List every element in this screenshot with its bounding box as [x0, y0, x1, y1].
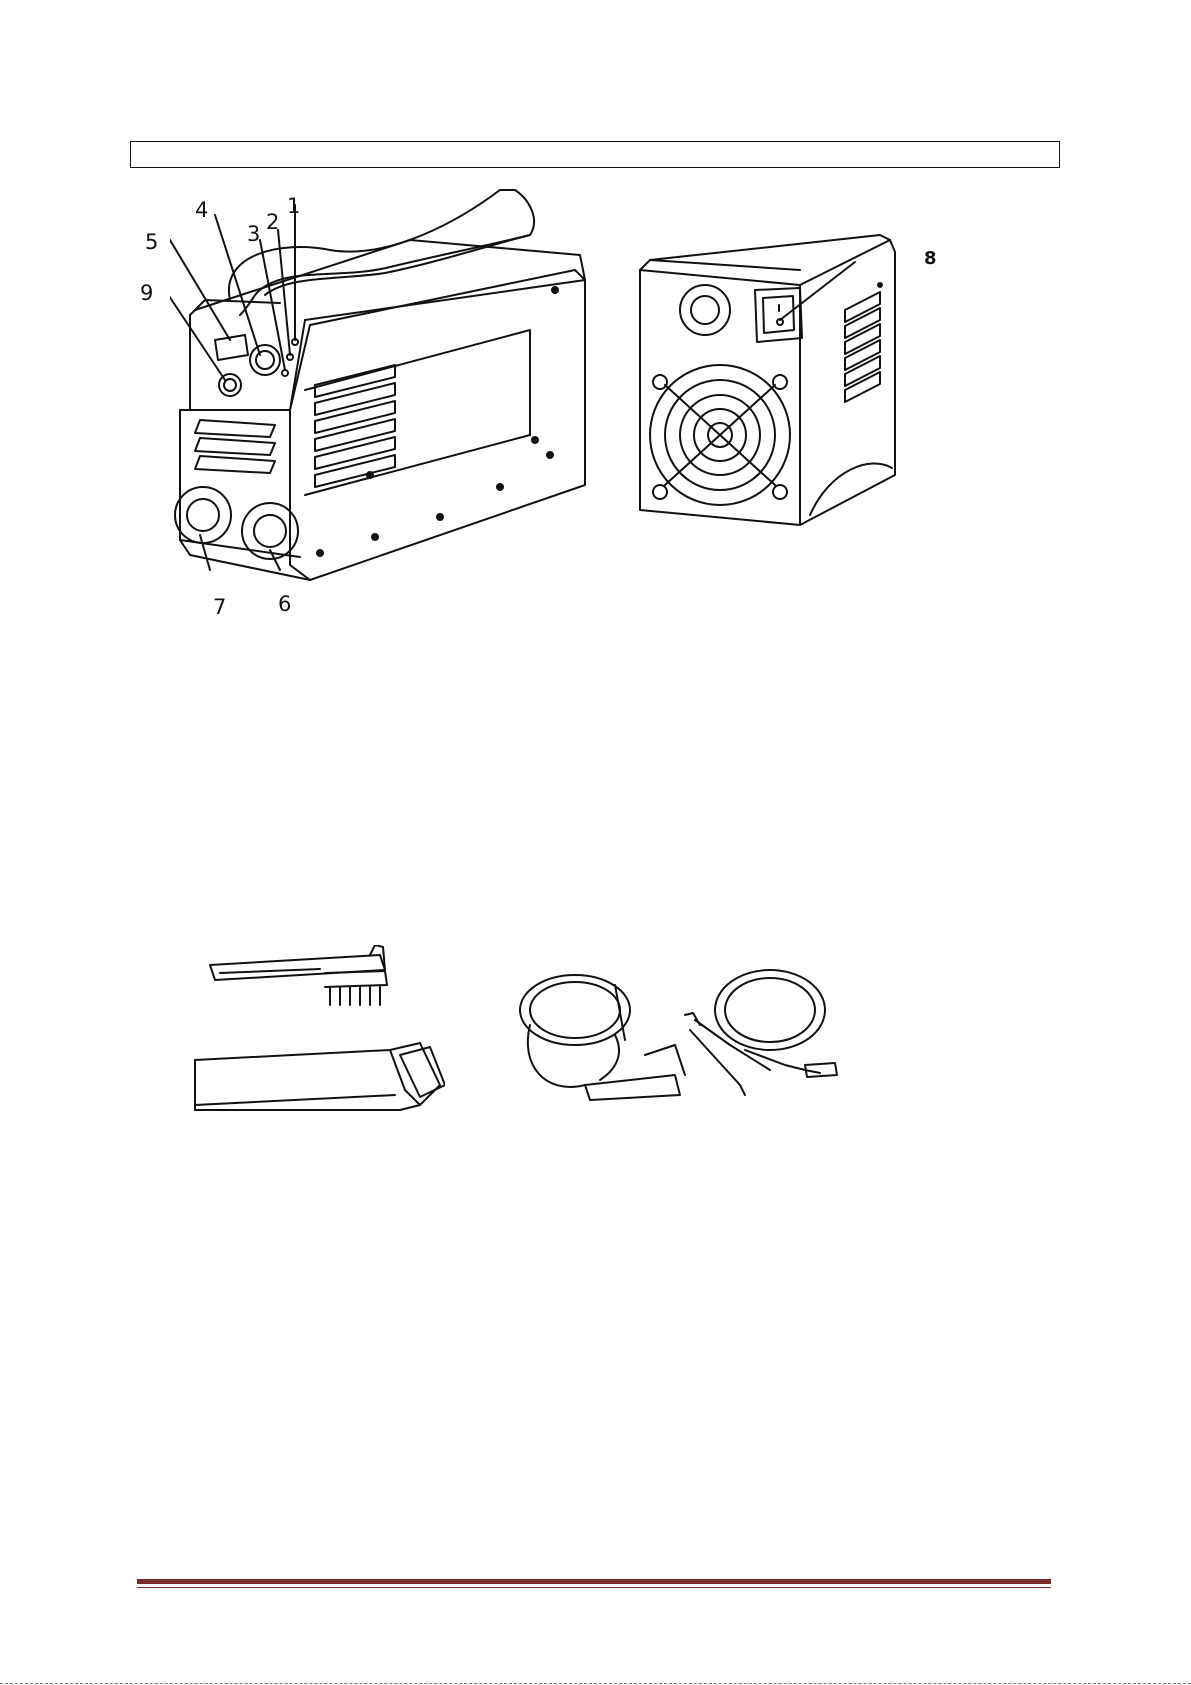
callout-2: 2 [266, 212, 279, 233]
footer-rule [137, 1579, 1051, 1584]
shoulder-strap-illustration [190, 1035, 445, 1125]
callout-4: 4 [195, 200, 208, 221]
callout-9: 9 [140, 283, 153, 304]
callout-8: 8 [924, 250, 937, 268]
callout-5: 5 [145, 232, 158, 253]
welder-rear-illustration [630, 230, 900, 530]
callout-1: 1 [287, 196, 300, 217]
section-title-box [130, 141, 1060, 168]
callout-3: 3 [247, 224, 260, 245]
callout-7: 7 [213, 597, 226, 618]
welding-cables-illustration [515, 955, 845, 1110]
page-edge-dashed-line [0, 1683, 1191, 1684]
footer-rule-thin [137, 1587, 1051, 1588]
wire-brush-illustration [205, 945, 415, 1015]
welder-front-illustration [170, 185, 600, 585]
callout-6: 6 [278, 594, 291, 615]
